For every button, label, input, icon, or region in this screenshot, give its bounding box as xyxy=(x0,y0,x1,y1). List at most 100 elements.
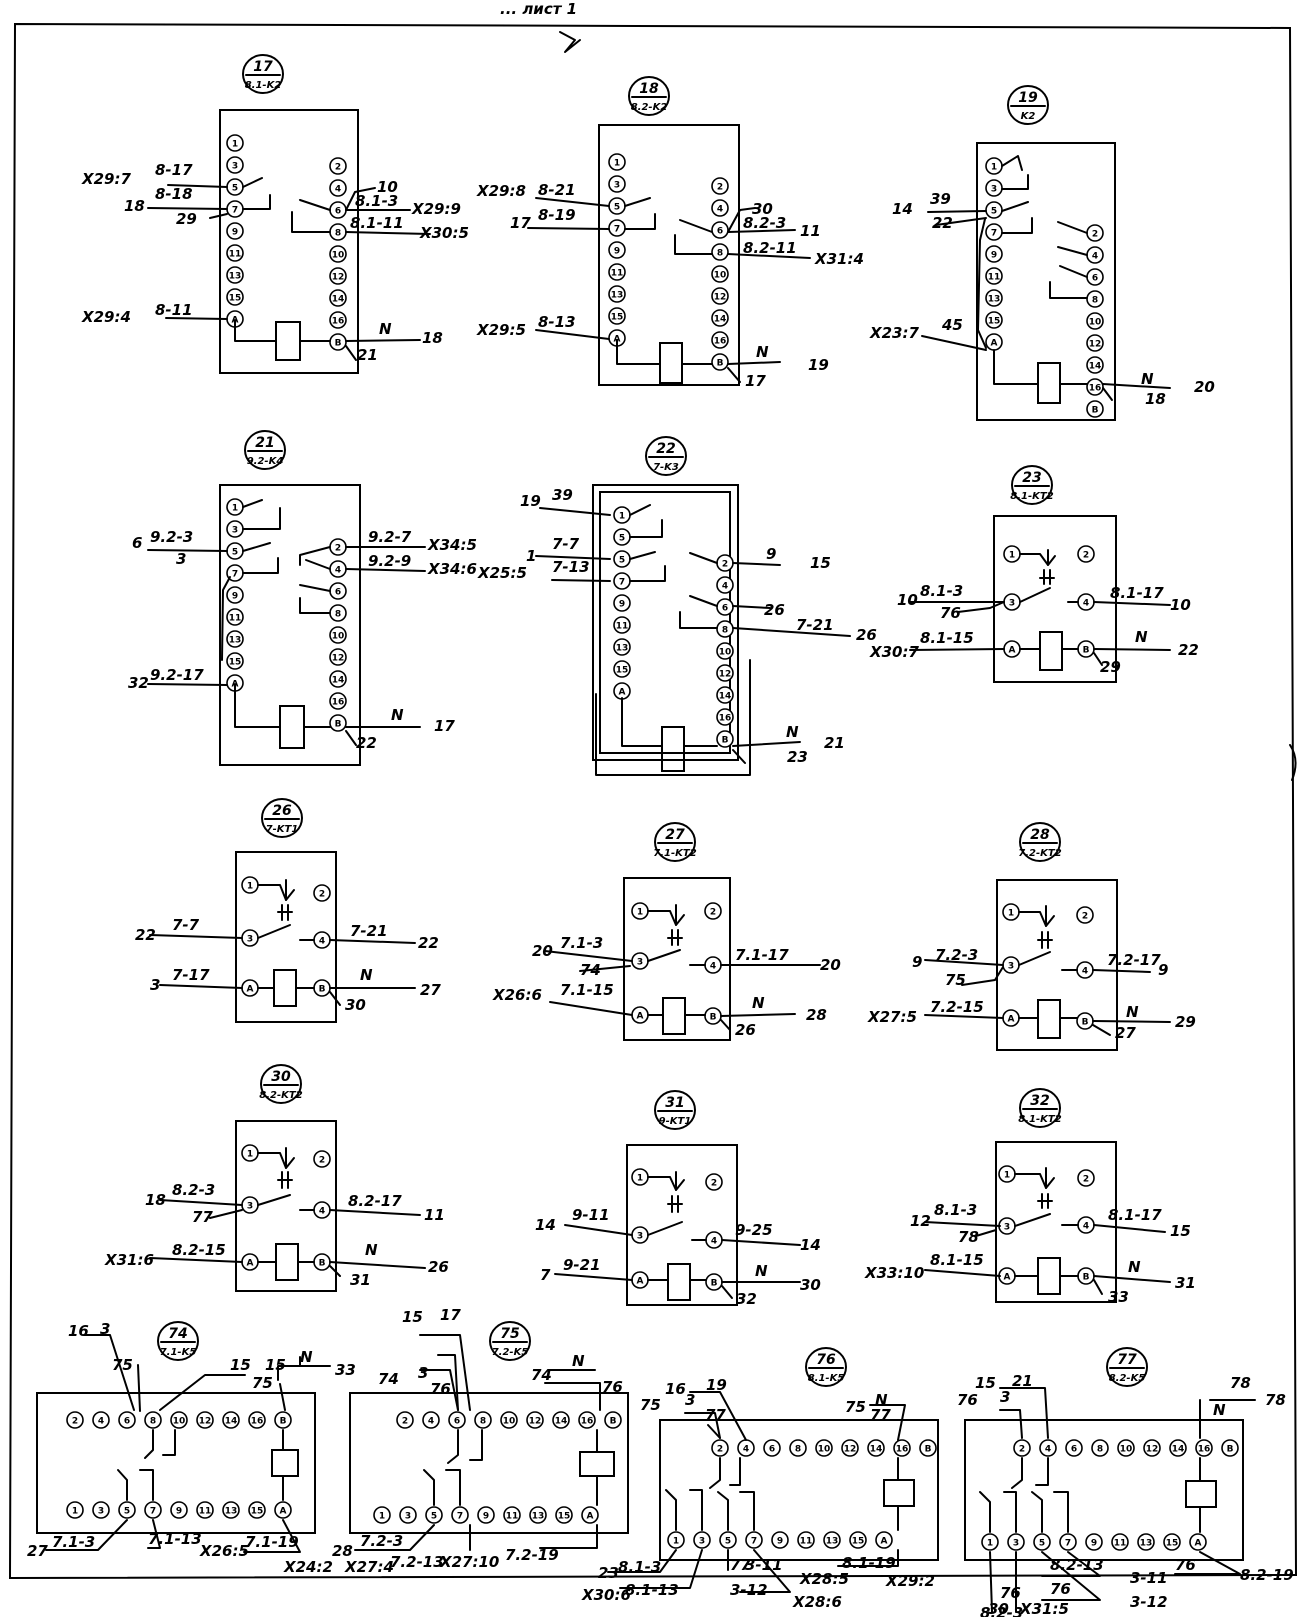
coil xyxy=(667,1263,691,1301)
svg-text:B: B xyxy=(717,359,724,369)
terminal: 4 xyxy=(1076,961,1094,979)
terminal: 15 xyxy=(849,1531,867,1549)
wire xyxy=(1093,652,1103,666)
svg-text:1: 1 xyxy=(991,163,997,173)
wire xyxy=(1019,587,1051,603)
wire-label: N xyxy=(1128,1258,1141,1276)
wire-label: 14 xyxy=(892,200,913,218)
svg-text:1: 1 xyxy=(1004,1171,1010,1181)
svg-text:4: 4 xyxy=(1083,599,1089,609)
terminal: 4 xyxy=(329,179,347,197)
wire-label: X31:6 xyxy=(104,1251,154,1269)
terminal: 5 xyxy=(719,1531,737,1549)
relay-designation: 238.1-KT2 xyxy=(1010,465,1054,505)
terminal: 2 xyxy=(1076,906,1094,924)
svg-text:B: B xyxy=(1227,1445,1234,1455)
svg-text:8.1-KT2: 8.1-KT2 xyxy=(1010,491,1053,502)
wire-label: N xyxy=(365,1241,378,1259)
terminal: 5 xyxy=(425,1506,443,1524)
wire-label: 7.2-19 xyxy=(505,1546,559,1564)
wire-label: 8.2-13 xyxy=(1050,1556,1104,1574)
svg-text:4: 4 xyxy=(98,1417,104,1427)
svg-text:7-K3: 7-K3 xyxy=(653,462,679,473)
terminal: 3 xyxy=(631,1226,649,1244)
coil xyxy=(271,1449,299,1477)
wire xyxy=(345,231,431,235)
wire-label: 75 xyxy=(640,1396,661,1414)
wire xyxy=(647,949,681,962)
svg-text:1: 1 xyxy=(247,882,253,892)
wire-label: 7.1-15 xyxy=(560,981,614,999)
svg-text:11: 11 xyxy=(199,1507,212,1517)
wire xyxy=(149,934,243,939)
svg-text:7.2-K5: 7.2-K5 xyxy=(492,1347,529,1358)
wire-label: N xyxy=(1126,1003,1139,1021)
svg-text:9: 9 xyxy=(619,600,625,610)
svg-text:7: 7 xyxy=(614,225,620,235)
wire-label: 76 xyxy=(430,1380,451,1398)
wire xyxy=(957,601,1005,613)
relay-box xyxy=(976,142,1116,421)
svg-text:B: B xyxy=(319,1259,326,1269)
wire-label: 29 xyxy=(1100,658,1121,676)
wire-label: 3 xyxy=(100,1320,110,1338)
wire xyxy=(285,879,295,901)
wire-label: 22 xyxy=(356,734,377,752)
wire xyxy=(961,966,1004,986)
svg-text:8: 8 xyxy=(335,229,341,239)
svg-text:1: 1 xyxy=(673,1537,679,1547)
wire-label: X34:6 xyxy=(427,560,477,578)
terminal: 1 xyxy=(631,902,649,920)
wire-label: 7.2-3 xyxy=(935,946,978,964)
svg-text:2: 2 xyxy=(319,890,325,900)
relay-designation: 308.2-KT2 xyxy=(259,1064,303,1104)
wire xyxy=(729,1457,741,1486)
wire-label: 15 xyxy=(265,1356,286,1374)
relay-designation: 219.2-K4 xyxy=(244,430,286,470)
wire-label: X27:4 xyxy=(344,1558,394,1576)
terminal: B xyxy=(919,1439,937,1457)
svg-text:10: 10 xyxy=(332,251,345,261)
relay-box xyxy=(349,1392,629,1534)
terminal: 3 xyxy=(1002,956,1020,974)
svg-text:6: 6 xyxy=(1071,1445,1077,1455)
terminal: B xyxy=(1221,1439,1239,1457)
terminal: 12 xyxy=(716,664,734,682)
wire-label: 8.2-15 xyxy=(172,1241,226,1259)
wire-label: 9 xyxy=(1158,961,1168,979)
svg-text:11: 11 xyxy=(616,622,629,632)
svg-text:13: 13 xyxy=(532,1512,545,1522)
wire-label: N xyxy=(1213,1401,1226,1419)
terminal: 3 xyxy=(1007,1533,1025,1551)
svg-text:8.2-K5: 8.2-K5 xyxy=(1109,1373,1146,1384)
wire xyxy=(234,319,277,342)
wire-label: X29:7 xyxy=(81,170,131,188)
svg-text:B: B xyxy=(1092,406,1099,416)
wire-label: 26 xyxy=(428,1258,449,1276)
terminal: 8 xyxy=(789,1439,807,1457)
wire-label: 31 xyxy=(350,1271,371,1289)
coil xyxy=(883,1479,915,1507)
wire-label: 8-17 xyxy=(155,161,193,179)
svg-text:14: 14 xyxy=(555,1417,568,1427)
relay-designation: 778.2-K5 xyxy=(1106,1347,1148,1387)
wire-label: X29:5 xyxy=(476,321,526,339)
svg-text:2: 2 xyxy=(711,1179,717,1189)
wire xyxy=(291,211,331,233)
wire xyxy=(924,1269,1001,1277)
terminal: 9 xyxy=(985,245,1003,263)
svg-text:11: 11 xyxy=(229,250,242,260)
terminal: 16 xyxy=(716,708,734,726)
svg-text:4: 4 xyxy=(428,1417,434,1427)
wire xyxy=(1093,1275,1171,1283)
wire xyxy=(924,1014,1004,1019)
svg-text:16: 16 xyxy=(332,317,345,327)
terminal: 13 xyxy=(529,1506,547,1524)
wire xyxy=(354,1524,435,1551)
terminal: 10 xyxy=(716,642,734,660)
wire-label: 9.2-3 xyxy=(150,528,193,546)
wire xyxy=(1011,1457,1023,1489)
terminal: 8 xyxy=(144,1411,162,1429)
wire-label: 9 xyxy=(912,953,922,971)
wire-label: 74 xyxy=(378,1370,399,1388)
